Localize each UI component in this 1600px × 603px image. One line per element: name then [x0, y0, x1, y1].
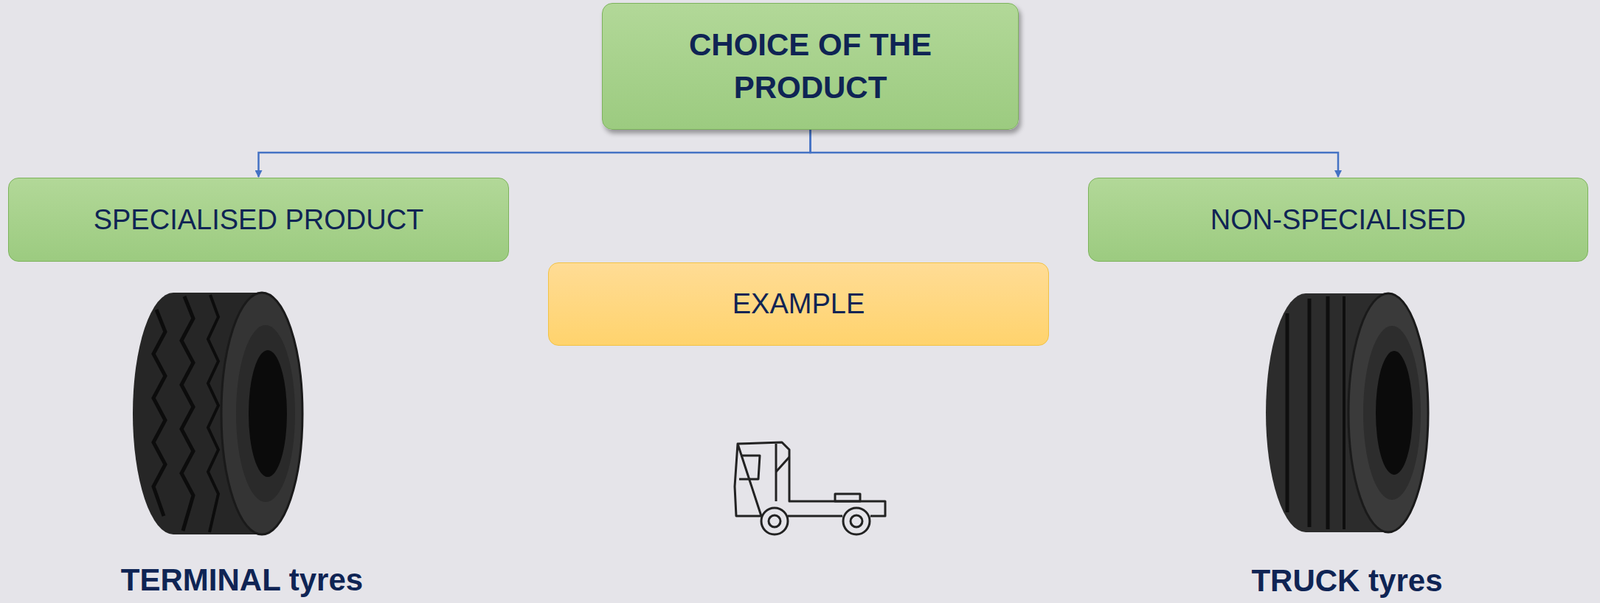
box-text: SPECIALISED PRODUCT — [93, 200, 425, 240]
category-box: SPECIALISED PRODUCT — [8, 177, 509, 262]
connector-arrow — [258, 129, 811, 178]
truck-icon — [734, 442, 886, 535]
box-text: EXAMPLE — [732, 284, 866, 324]
category-box: NON-SPECIALISED — [1088, 177, 1589, 262]
example-box: EXAMPLE — [548, 262, 1049, 346]
tyre-label: TRUCK tyres — [1251, 562, 1443, 600]
root-box: CHOICE OF THE PRODUCT — [601, 2, 1019, 130]
truck-tyre — [1265, 293, 1429, 533]
terminal-tyre — [132, 292, 303, 535]
tyre-label: TERMINAL tyres — [120, 562, 363, 599]
box-text: CHOICE OF THE PRODUCT — [644, 23, 977, 110]
connector-arrow — [810, 129, 1339, 178]
box-text: NON-SPECIALISED — [1210, 200, 1466, 240]
